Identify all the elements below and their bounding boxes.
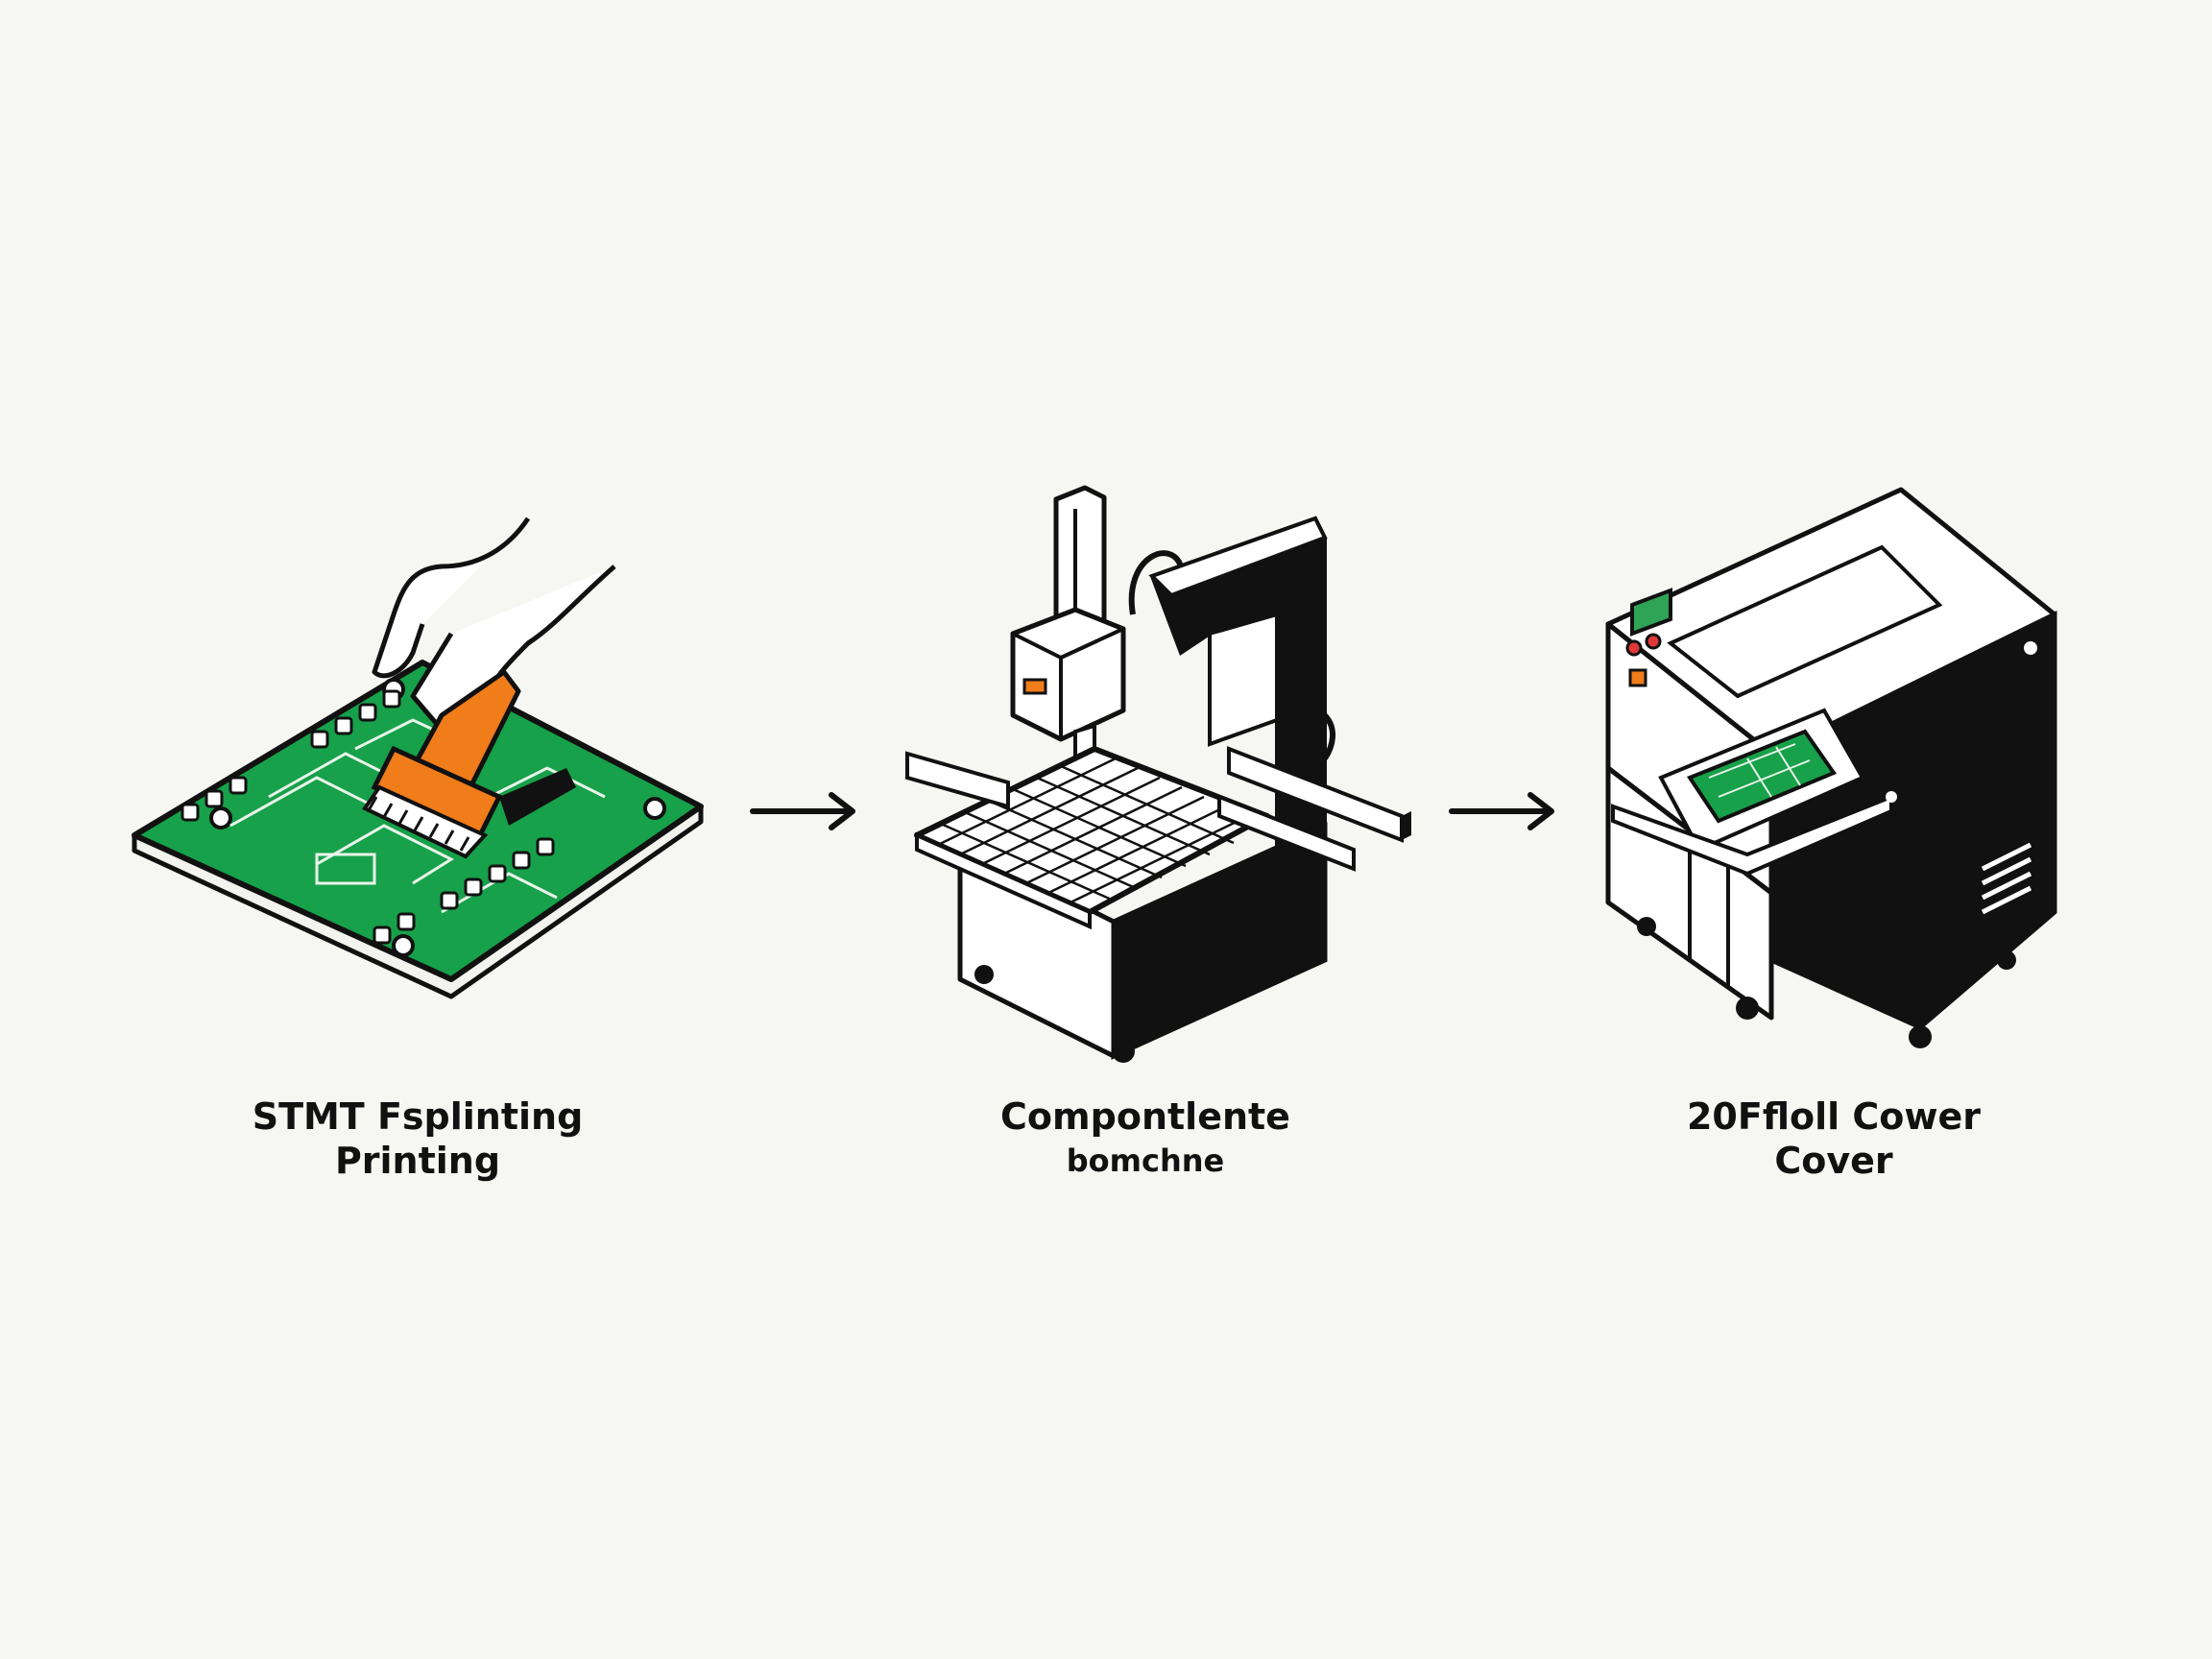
step-3-label: 20Ffloll Cower Cover xyxy=(1584,1094,2083,1183)
pick-and-place-machine-icon xyxy=(905,485,1411,1063)
arrow-right-icon xyxy=(1449,792,1554,830)
step-1-label: STMT Fsplinting Printing xyxy=(168,1094,667,1183)
step-2-subtitle: bomchne xyxy=(1066,1142,1225,1179)
pcb-paste-printing-icon xyxy=(132,517,704,999)
arrow-right-icon xyxy=(750,792,855,830)
step-1-title: STMT Fsplinting xyxy=(252,1095,584,1138)
step-2-label: Compontlente bomchne xyxy=(896,1094,1395,1183)
step-1-subtitle: Printing xyxy=(334,1140,501,1182)
step-3-subtitle: Cover xyxy=(1774,1140,1893,1182)
step-2-title: Compontlente xyxy=(1000,1095,1290,1138)
step-3-title: 20Ffloll Cower xyxy=(1686,1095,1981,1138)
reflow-oven-icon xyxy=(1605,487,2057,1048)
